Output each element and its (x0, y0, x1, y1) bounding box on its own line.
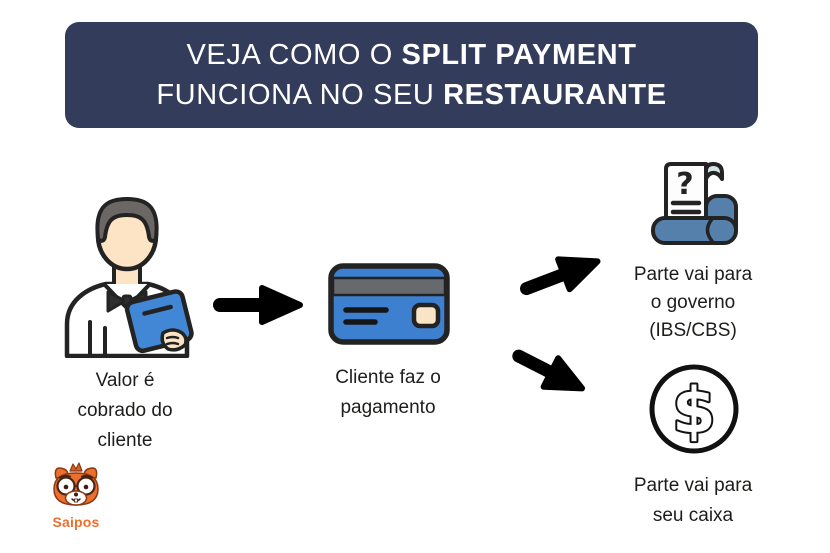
step-label-parte-governo: Parte vai para o governo (IBS/CBS) (633, 264, 753, 341)
saipos-logo: Saipos (38, 462, 114, 530)
arrow-right-icon (213, 285, 303, 325)
step-label-valor-cobrado: Valor é cobrado do cliente (77, 370, 173, 451)
tax-receipt-icon: ? (651, 162, 738, 245)
step-label-cliente-pagamento: Cliente faz o pagamento (335, 367, 441, 418)
money-dollar-icon: $ (649, 364, 739, 454)
title-line-2: FUNCIONA NO SEU RESTAURANTE (156, 79, 667, 111)
step-label-parte-caixa: Parte vai para seu caixa (633, 475, 753, 526)
arrow-down-right-icon (512, 349, 586, 392)
saipos-wordmark: Saipos (52, 514, 100, 530)
title-banner: VEJA COMO O SPLIT PAYMENT FUNCIONA NO SE… (65, 22, 758, 128)
waiter-tablet-icon (64, 197, 194, 358)
title-line-1: VEJA COMO O SPLIT PAYMENT (186, 39, 637, 71)
svg-text:$: $ (672, 374, 715, 447)
arrow-up-right-icon (520, 256, 601, 296)
svg-text:?: ? (676, 167, 693, 202)
saipos-mascot-icon (53, 462, 99, 506)
credit-card-icon (328, 263, 450, 345)
